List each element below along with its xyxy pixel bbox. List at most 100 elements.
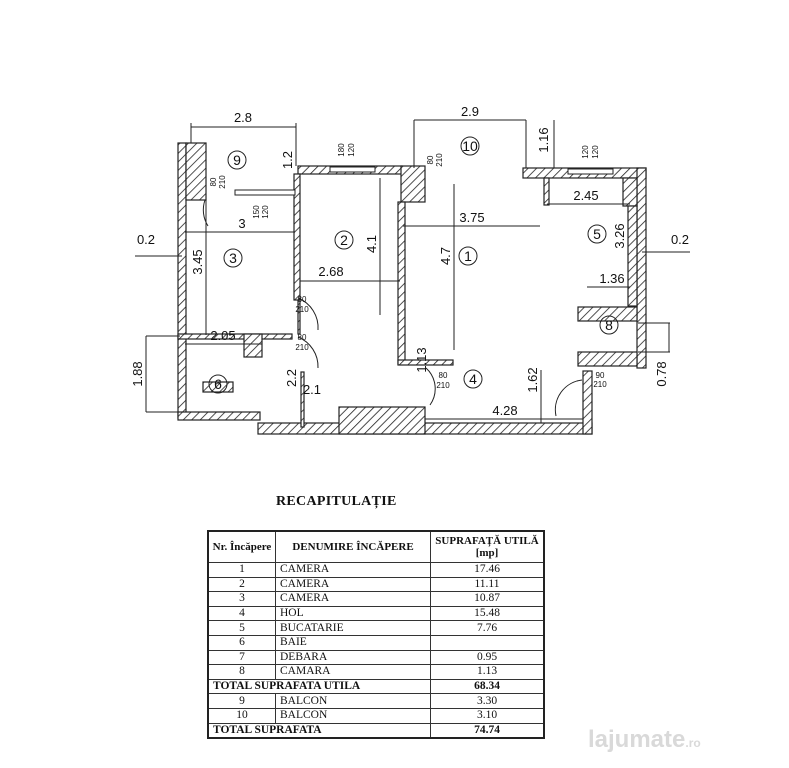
walls bbox=[177, 142, 647, 435]
wall-balcony-9 bbox=[185, 142, 207, 201]
wall-kitchen-corner bbox=[622, 177, 638, 207]
table-header-row: Nr. Încăpere DENUMIRE ÎNCĂPERE SUPRAFAȚĂ… bbox=[207, 530, 545, 563]
watermark-brand: lajumate bbox=[588, 726, 686, 753]
header-name: DENUMIRE ÎNCĂPERE bbox=[275, 530, 431, 563]
dimension-label: 2.2 bbox=[284, 369, 299, 387]
wall-room-8-bottom bbox=[577, 351, 638, 367]
dimension-label: 0.2 bbox=[671, 232, 689, 247]
cell-area: 0.95 bbox=[430, 649, 545, 666]
wall-3-2 bbox=[293, 173, 301, 301]
window-label: 120 bbox=[581, 145, 590, 159]
total-area: 68.34 bbox=[430, 678, 545, 695]
room-10-circle bbox=[460, 136, 480, 156]
wall-left bbox=[177, 142, 187, 419]
door-label: 80 bbox=[209, 177, 218, 186]
dimension-label: 2.45 bbox=[573, 188, 598, 203]
room-number: 3 bbox=[229, 250, 237, 266]
door-label: 80 bbox=[298, 295, 307, 304]
cell-nr: 8 bbox=[207, 664, 276, 680]
cell-area: 17.46 bbox=[430, 562, 545, 578]
door-label: 210 bbox=[295, 305, 309, 314]
cell-area: 7.76 bbox=[430, 620, 545, 636]
door-label: 210 bbox=[436, 381, 450, 390]
room-8-circle bbox=[599, 315, 619, 335]
cell-nr: 5 bbox=[207, 620, 276, 636]
room-number: 9 bbox=[233, 152, 241, 168]
room-number: 5 bbox=[593, 226, 601, 242]
windows bbox=[234, 166, 614, 196]
cell-area bbox=[430, 634, 545, 651]
dimension-label: 2.1 bbox=[303, 382, 321, 397]
door-label: 90 bbox=[596, 371, 605, 380]
cell-area: 11.11 bbox=[430, 576, 545, 593]
room-6-circle bbox=[208, 374, 228, 394]
dimension-label: 1.62 bbox=[525, 367, 540, 392]
window-label: 150 bbox=[252, 205, 261, 219]
door-swing-c bbox=[425, 367, 436, 406]
cell-nr: 2 bbox=[207, 576, 276, 593]
dimension-label: 1.36 bbox=[599, 271, 624, 286]
wall-door-jamb bbox=[297, 299, 301, 335]
header-area: SUPRAFAȚĂ UTILĂ [mp] bbox=[430, 530, 545, 563]
wall-block-6 bbox=[243, 333, 263, 358]
wall-kitchen-right bbox=[627, 205, 638, 307]
window-label: 120 bbox=[261, 205, 270, 219]
dimension-label: 1.2 bbox=[280, 151, 295, 169]
dimension-label: 3 bbox=[238, 216, 245, 231]
cell-nr: 7 bbox=[207, 649, 276, 666]
wall-right bbox=[636, 167, 647, 369]
room-number: 2 bbox=[340, 232, 348, 248]
dimension-label: 3.75 bbox=[459, 210, 484, 225]
door-label: 80 bbox=[439, 371, 448, 380]
door-swing-a bbox=[297, 297, 319, 331]
cell-nr: 4 bbox=[207, 605, 276, 622]
total-area: 74.74 bbox=[430, 722, 545, 739]
room-number: 1 bbox=[464, 248, 472, 264]
cell-area: 3.10 bbox=[430, 707, 545, 724]
cell-name: BALCON bbox=[275, 707, 431, 724]
door-swing-d bbox=[554, 379, 583, 417]
cell-nr: 9 bbox=[207, 693, 276, 709]
door-label: 210 bbox=[295, 343, 309, 352]
cell-area: 3.30 bbox=[430, 693, 545, 709]
dimension-label: 1.13 bbox=[414, 347, 429, 372]
wall-1-4 bbox=[397, 359, 454, 366]
room-number: 10 bbox=[462, 138, 478, 154]
wall-bottom-left bbox=[177, 411, 261, 421]
room-5-circle bbox=[587, 224, 607, 244]
dimension-lines bbox=[135, 119, 690, 423]
window-room-2 bbox=[329, 166, 376, 173]
dimension-label: 0.2 bbox=[137, 232, 155, 247]
cell-nr: 6 bbox=[207, 634, 276, 651]
door-label: 80 bbox=[426, 155, 435, 164]
dimension-label: 1.88 bbox=[130, 361, 145, 386]
window-room-3 bbox=[234, 189, 296, 196]
dimension-label: 4.1 bbox=[364, 235, 379, 253]
wall-right-lower bbox=[582, 370, 593, 435]
cell-name: CAMERA bbox=[275, 576, 431, 593]
dimension-label: 3.45 bbox=[190, 249, 205, 274]
cell-name: CAMERA bbox=[275, 591, 431, 607]
dimension-label: 3.26 bbox=[612, 223, 627, 248]
cell-area: 10.87 bbox=[430, 591, 545, 607]
recap-title: RECAPITULAȚIE bbox=[276, 494, 397, 509]
room-number: 8 bbox=[605, 317, 613, 333]
wall-kitchen-notch bbox=[543, 177, 550, 206]
cell-nr: 10 bbox=[207, 707, 276, 724]
cell-area: 1.13 bbox=[430, 664, 545, 680]
wall-block-bottom bbox=[338, 406, 426, 435]
door-label: 80 bbox=[298, 333, 307, 342]
cell-name: BALCON bbox=[275, 693, 431, 709]
window-kitchen bbox=[567, 168, 614, 175]
room-4-circle bbox=[463, 369, 483, 389]
dimension-label: 4.28 bbox=[492, 403, 517, 418]
dimension-label: 1.16 bbox=[536, 127, 551, 152]
